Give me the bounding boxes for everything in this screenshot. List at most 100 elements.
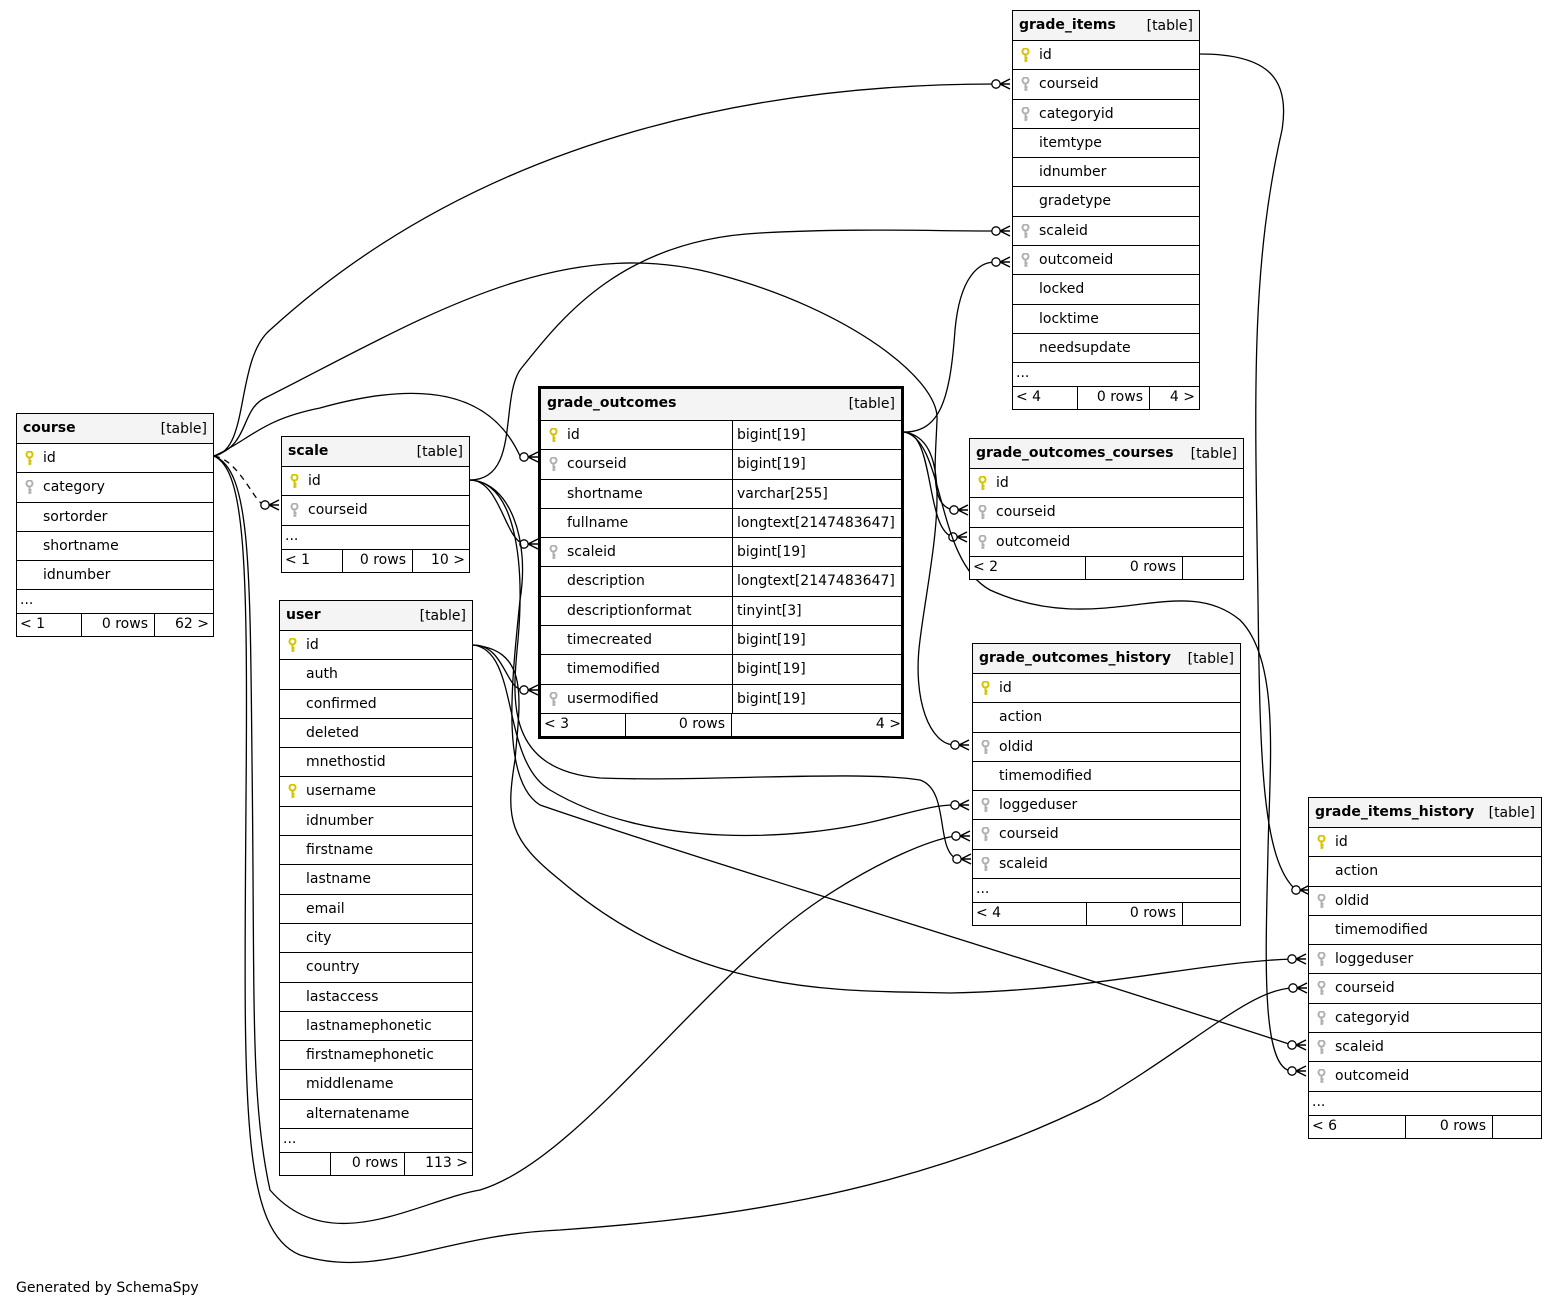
column-row-loggeduser[interactable]: loggeduser (1309, 945, 1541, 975)
parents-count[interactable]: < 2 (973, 558, 999, 575)
column-row-outcomeid[interactable]: outcomeid (1309, 1062, 1541, 1092)
column-row-outcomeid[interactable]: outcomeid (1013, 246, 1199, 276)
column-row-city[interactable]: city (280, 924, 472, 954)
more-columns-indicator[interactable]: ... (1309, 1092, 1541, 1116)
parents-count[interactable]: < 3 (544, 715, 570, 732)
parents-count[interactable]: < 1 (285, 551, 311, 568)
table-name: grade_items_history (1315, 804, 1475, 820)
children-count[interactable] (1182, 556, 1245, 579)
column-row-locked[interactable]: locked (1013, 275, 1199, 305)
column-row-deleted[interactable]: deleted (280, 719, 472, 749)
column-row-scaleid[interactable]: scaleid (1013, 217, 1199, 247)
column-row-gradetype[interactable]: gradetype (1013, 187, 1199, 217)
column-row-alternatename[interactable]: alternatename (280, 1100, 472, 1130)
column-row-idnumber[interactable]: idnumber (17, 561, 213, 591)
column-row-courseid[interactable]: courseid (1309, 974, 1541, 1004)
children-count[interactable] (1492, 1115, 1543, 1138)
column-row-courseid[interactable]: courseid (973, 820, 1240, 850)
column-row-mnethostid[interactable]: mnethostid (280, 748, 472, 778)
column-row-scaleid[interactable]: scaleid (973, 850, 1240, 880)
column-name: oldid (999, 738, 1034, 755)
column-row-idnumber[interactable]: idnumber (1013, 158, 1199, 188)
table-type: [table] (419, 608, 466, 624)
column-row-itemtype[interactable]: itemtype (1013, 129, 1199, 159)
column-row-courseid[interactable]: courseid (282, 496, 469, 526)
more-columns-indicator[interactable]: ... (973, 879, 1240, 904)
column-row-email[interactable]: email (280, 895, 472, 924)
parents-count[interactable]: < 6 (1312, 1117, 1338, 1134)
children-count[interactable]: 4 > (731, 713, 907, 736)
column-row-id[interactable]: id (282, 467, 469, 497)
parents-count[interactable]: < 4 (976, 905, 1002, 922)
column-row-confirmed[interactable]: confirmed (280, 690, 472, 719)
column-row-id[interactable]: id (970, 469, 1243, 499)
column-row-username[interactable]: username (280, 777, 472, 807)
column-row-needsupdate[interactable]: needsupdate (1013, 334, 1199, 364)
column-row-action[interactable]: action (973, 703, 1240, 733)
column-row-scaleid[interactable]: scaleid (1309, 1033, 1541, 1063)
column-row-categoryid[interactable]: categoryid (1013, 100, 1199, 129)
crows-foot-marker (958, 799, 970, 811)
column-row-oldid[interactable]: oldid (1309, 887, 1541, 916)
column-row-timemodified[interactable]: timemodified (973, 762, 1240, 792)
column-row-courseid[interactable]: courseid (970, 498, 1243, 528)
column-row-middlename[interactable]: middlename (280, 1070, 472, 1100)
more-columns-indicator[interactable]: ... (282, 526, 469, 550)
column-row-firstnamephonetic[interactable]: firstnamephonetic (280, 1041, 472, 1071)
table-header: grade_outcomes_history[table] (973, 644, 1240, 674)
column-row-lastname[interactable]: lastname (280, 865, 472, 895)
column-row-categoryid[interactable]: categoryid (1309, 1004, 1541, 1034)
column-row-lastaccess[interactable]: lastaccess (280, 983, 472, 1012)
parents-count[interactable]: < 4 (1016, 389, 1042, 406)
children-count[interactable]: 113 > (404, 1153, 474, 1176)
column-row-idnumber[interactable]: idnumber (280, 807, 472, 837)
more-columns-indicator[interactable]: ... (1013, 363, 1199, 388)
column-row-locktime[interactable]: locktime (1013, 305, 1199, 334)
column-row-loggeduser[interactable]: loggeduser (973, 791, 1240, 821)
column-row-firstname[interactable]: firstname (280, 836, 472, 866)
column-row-sortorder[interactable]: sortorder (17, 503, 213, 532)
column-row-id[interactable]: id (1309, 828, 1541, 858)
column-row-id[interactable]: id (973, 674, 1240, 704)
parents-count[interactable] (280, 1153, 330, 1175)
column-row-outcomeid[interactable]: outcomeid (970, 528, 1243, 557)
more-columns-indicator[interactable]: ... (17, 590, 213, 615)
column-row-shortname[interactable]: shortname (17, 532, 213, 562)
column-row-id[interactable]: id (17, 444, 213, 474)
column-row-country[interactable]: country (280, 953, 472, 983)
column-row-oldid[interactable]: oldid (973, 733, 1240, 762)
column-row-lastnamephonetic[interactable]: lastnamephonetic (280, 1012, 472, 1042)
parents-count[interactable]: < 1 (20, 616, 46, 633)
column-row-category[interactable]: category (17, 473, 213, 503)
column-row-id[interactable]: id (1013, 41, 1199, 71)
column-name: confirmed (306, 695, 377, 712)
children-count[interactable] (1182, 903, 1242, 926)
column-row-timemodified[interactable]: timemodified (1309, 916, 1541, 946)
column-row-courseid[interactable]: courseid (1013, 70, 1199, 100)
children-count[interactable]: 4 > (1149, 387, 1201, 410)
column-row-action[interactable]: action (1309, 857, 1541, 887)
column-row-auth[interactable]: auth (280, 660, 472, 690)
children-count[interactable]: 10 > (412, 549, 471, 572)
children-count[interactable]: 62 > (154, 614, 215, 637)
more-columns-indicator[interactable]: ... (280, 1129, 472, 1154)
column-row-id[interactable]: id (280, 631, 472, 661)
